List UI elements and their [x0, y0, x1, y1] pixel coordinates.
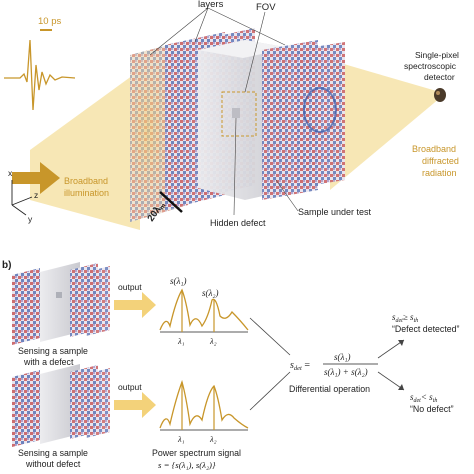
sample-defect-label-1: Sensing a sample: [18, 346, 88, 356]
s-det-label: sdet =: [290, 360, 310, 372]
layers-leader-3: [207, 7, 286, 46]
layer-5-ring: [303, 87, 337, 133]
pulse-scale-label: 10 ps: [38, 16, 61, 27]
diverge-arrowhead-top: [398, 340, 404, 346]
diffracted-beam: [330, 60, 440, 190]
pulse-waveform: [4, 39, 76, 111]
output-arrow-top: [114, 292, 156, 318]
diverge-arrowhead-bottom: [398, 384, 404, 390]
axis-y-label: y: [28, 214, 33, 224]
spectrum-bottom-curve: [159, 379, 249, 429]
fov-leader: [244, 11, 266, 93]
detector-highlight: [436, 91, 440, 95]
sample-stack-no-defect: [12, 364, 110, 447]
sample-stack-defect: [12, 262, 110, 345]
diverge-line-top: [377, 339, 405, 359]
converge-line-bottom: [249, 371, 291, 411]
fraction-denominator: s(λ₁) + s(λ₂): [324, 367, 368, 377]
diffracted-label-1: Broadband: [412, 144, 456, 154]
fov-label: FOV: [256, 2, 276, 13]
axis-triad: [11, 180, 33, 216]
converge-line-top: [249, 317, 291, 356]
illumination-label-1: Broadband: [64, 176, 108, 186]
lambda2-bottom: λ₂: [209, 434, 217, 444]
fov-box: [221, 91, 257, 137]
diffractive-layer-5: [295, 42, 345, 188]
output-label-top: output: [118, 282, 142, 292]
lambda2-top: λ₂: [209, 336, 217, 346]
spectrum-top-curve: [159, 288, 249, 331]
s-lambda1-label: s(λ₁): [170, 276, 187, 286]
sample-leader: [275, 179, 299, 212]
single-pixel-detector: [434, 88, 446, 102]
output-arrow-bottom: [114, 392, 156, 418]
power-spectrum-label-2: s = {s(λ₁), s(λ₂)}: [158, 460, 216, 470]
diverge-line-bottom: [377, 371, 405, 391]
defect-leader: [233, 117, 237, 216]
result-bottom-expr: sdet< sth: [410, 392, 437, 404]
s-lambda2-label: s(λ₂): [202, 288, 219, 298]
detector-label-3: detector: [424, 72, 455, 82]
lambda1-top: λ₁: [177, 336, 185, 346]
axis-z-label: z: [34, 190, 38, 200]
result-bottom-text: “No defect”: [410, 404, 454, 414]
sample-top: [198, 40, 290, 58]
result-top-expr: sdet≥ sth: [392, 312, 418, 324]
layers-leader-2: [194, 7, 209, 43]
illumination-beam: [30, 70, 140, 230]
diffracted-label-3: radiation: [422, 168, 457, 178]
power-spectrum-label-1: Power spectrum signal: [152, 448, 241, 458]
panel-b-tag: b): [2, 260, 11, 271]
detector-label-2: spectroscopic: [404, 61, 457, 71]
illumination-label-2: illumination: [64, 188, 109, 198]
axis-x-label: x: [8, 168, 13, 178]
sample-defect-label-2: with a defect: [23, 357, 74, 367]
output-label-bottom: output: [118, 382, 142, 392]
illumination-arrow: [12, 162, 60, 194]
hidden-defect: [232, 108, 240, 118]
sample-nodefect-label-2: without defect: [25, 459, 81, 469]
detector-label-1: Single-pixel: [415, 50, 459, 60]
diffracted-label-2: diffracted: [422, 156, 459, 166]
layers-leader-1: [149, 7, 209, 56]
fraction-numerator: s(λ₁): [334, 352, 351, 362]
differential-label: Differential operation: [289, 384, 370, 394]
result-top-text: “Defect detected”: [392, 324, 460, 334]
sample-nodefect-label-1: Sensing a sample: [18, 448, 88, 458]
sample-label: Sample under test: [298, 207, 372, 217]
lambda1-bottom: λ₁: [177, 434, 185, 444]
hidden-defect-label: Hidden defect: [210, 218, 266, 228]
layers-label: layers: [198, 0, 224, 10]
length-scale-bar: [159, 191, 183, 213]
